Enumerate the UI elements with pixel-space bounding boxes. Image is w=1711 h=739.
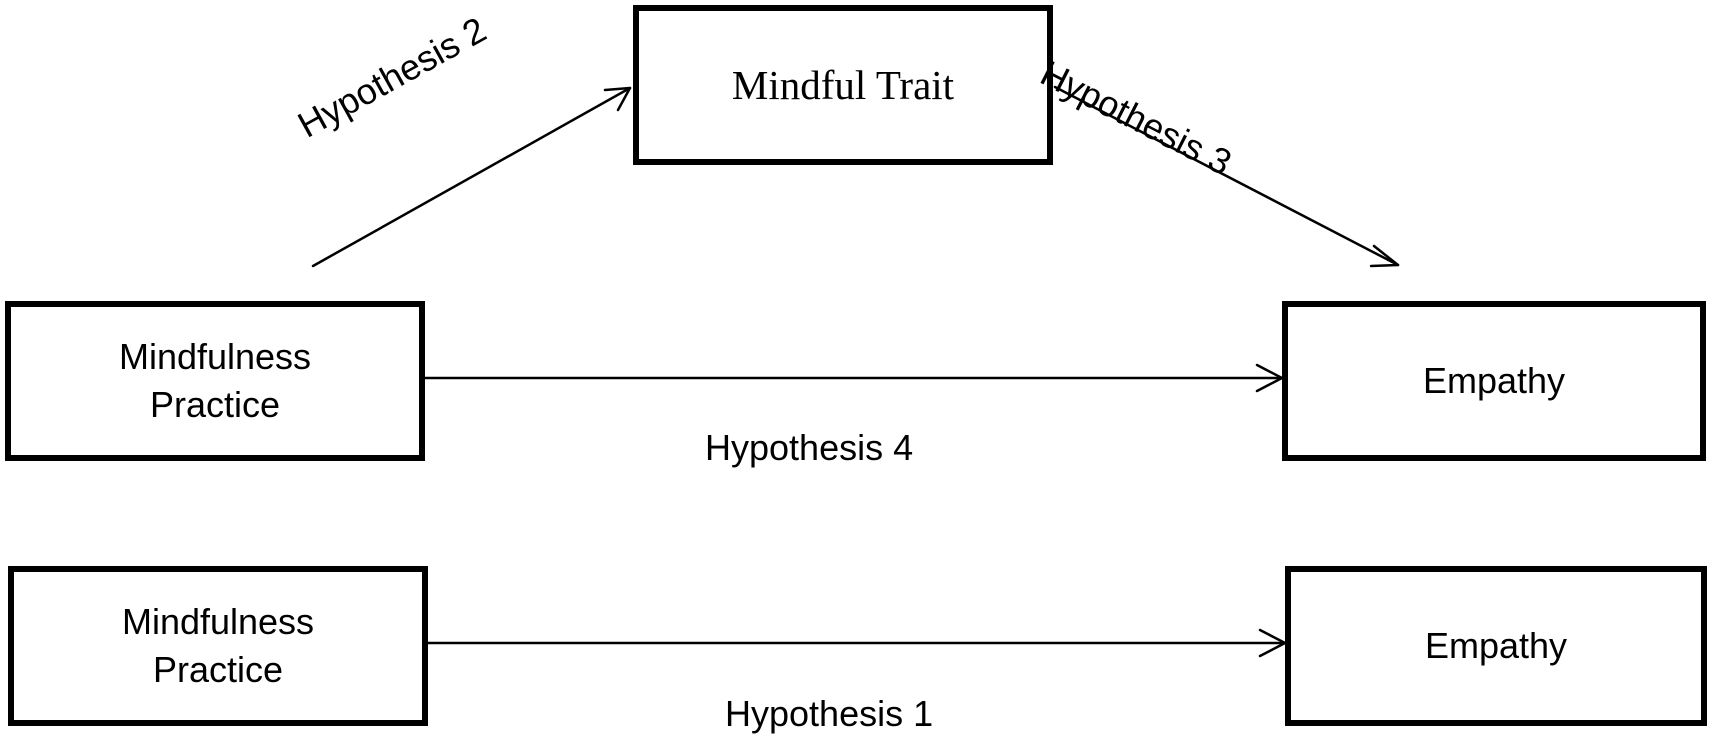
mindfulness-practice-label-top: Mindfulness Practice: [118, 336, 312, 425]
mindful-trait-label: Mindful Trait: [731, 62, 955, 108]
mindful-trait-box: Mindful Trait: [633, 5, 1053, 165]
empathy-label-top: Empathy: [1422, 360, 1566, 401]
arrow-hypothesis-4: [422, 363, 1284, 393]
arrow-hypothesis-3: [1053, 85, 1400, 268]
mindfulness-practice-box-top: Mindfulness Practice: [5, 301, 425, 461]
empathy-box-bottom: Empathy: [1285, 566, 1707, 726]
hypothesis-4-label: Hypothesis 4: [705, 427, 914, 468]
mindfulness-practice-box-bottom: Mindfulness Practice: [8, 566, 428, 726]
arrow-hypothesis-2: [311, 86, 632, 268]
arrow-hypothesis-1: [426, 628, 1287, 658]
mindfulness-practice-label-bottom: Mindfulness Practice: [121, 601, 315, 690]
empathy-box-top: Empathy: [1282, 301, 1706, 461]
hypothesis-1-label: Hypothesis 1: [725, 693, 934, 734]
empathy-label-bottom: Empathy: [1424, 625, 1568, 666]
